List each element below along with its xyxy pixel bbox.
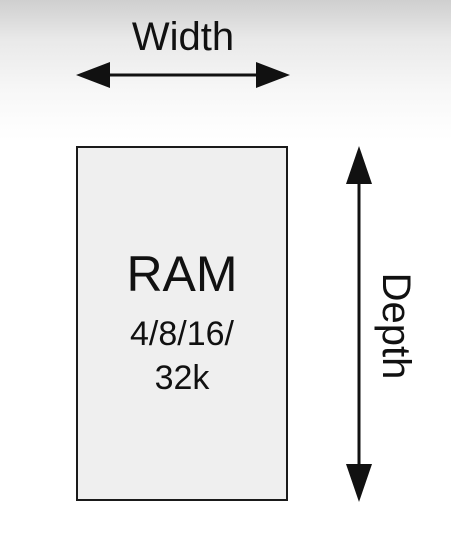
- ram-title: RAM: [126, 246, 238, 302]
- ram-box: RAM 4/8/16/ 32k: [76, 146, 288, 501]
- depth-label: Depth: [374, 272, 418, 380]
- width-label: Width: [131, 15, 235, 59]
- width-arrow-icon: [76, 62, 290, 88]
- ram-size-line-1: 4/8/16/: [130, 315, 234, 353]
- ram-size-line-2: 32k: [154, 359, 210, 397]
- depth-arrow-icon: [346, 146, 372, 502]
- ram-size-options: 4/8/16/ 32k: [78, 312, 286, 400]
